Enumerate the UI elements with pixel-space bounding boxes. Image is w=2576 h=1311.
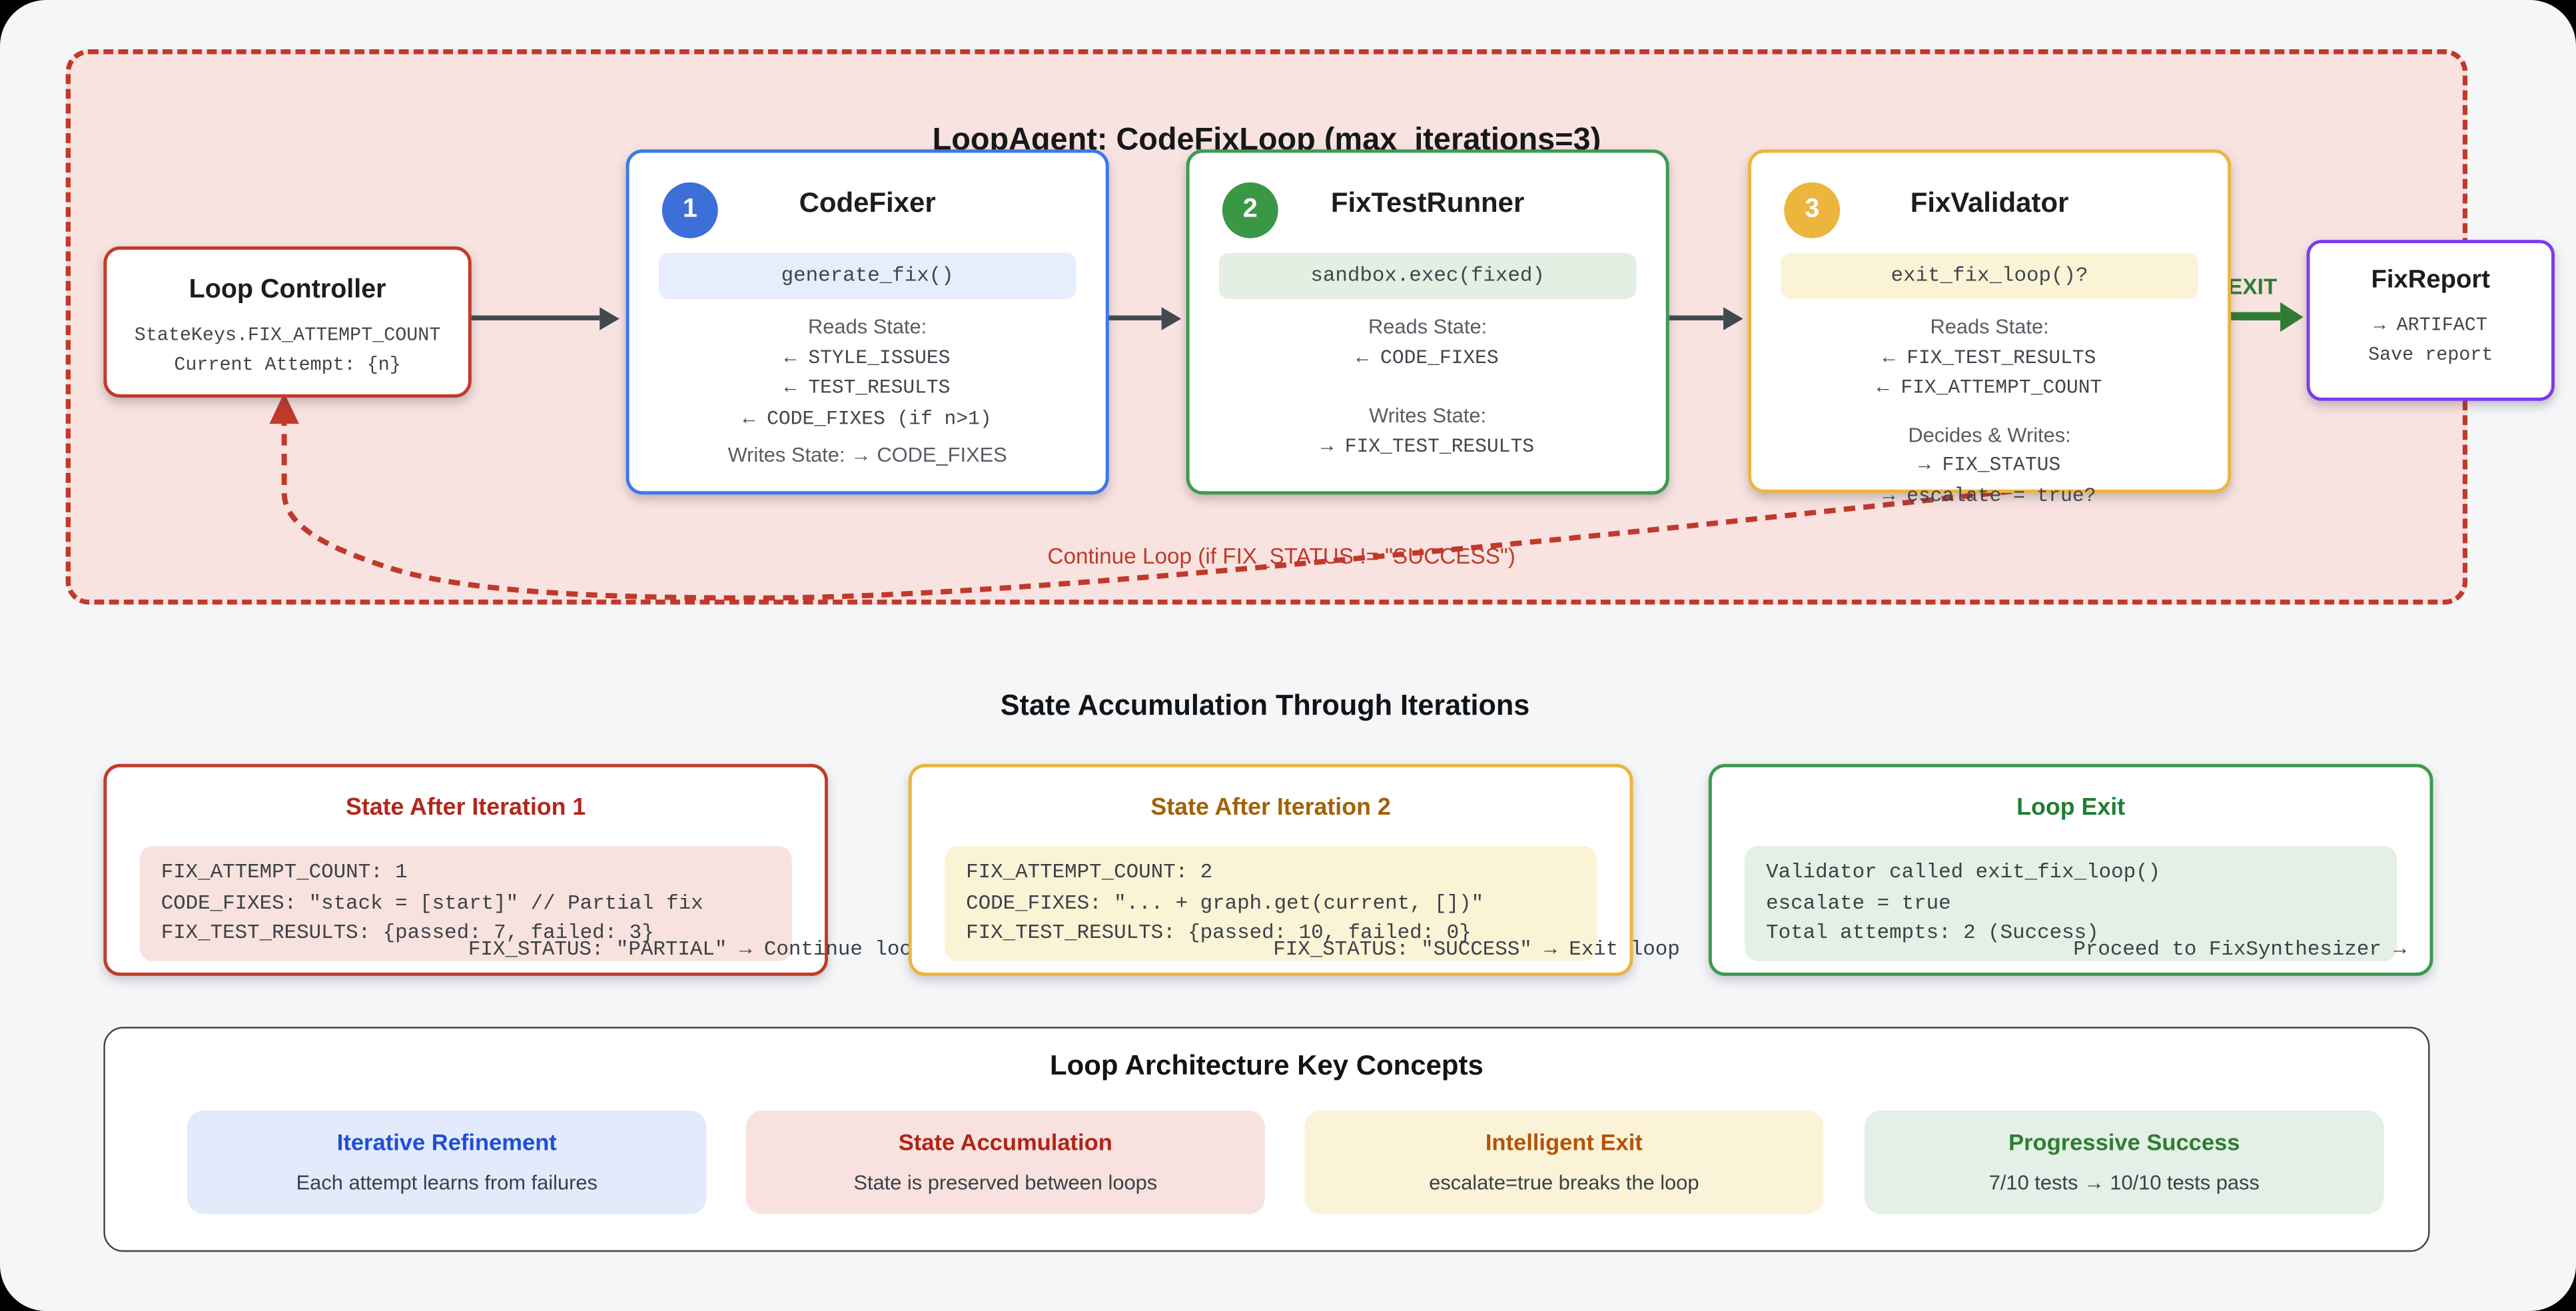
concept-intelligent-exit: Intelligent Exit escalate=true breaks th…: [1304, 1110, 1824, 1214]
state-card-iteration-1: State After Iteration 1 FIX_ATTEMPT_COUN…: [103, 763, 924, 976]
state-code-block: Validator called exit_fix_loop() escalat…: [1745, 846, 2397, 961]
state-card-title: Loop Exit: [2016, 795, 2126, 822]
fix-validator-chip: exit_fix_loop()?: [1781, 252, 2198, 299]
writes-state-label: Writes State:: [1369, 404, 1487, 428]
state-card-iteration-2: State After Iteration 2 FIX_ATTEMPT_COUN…: [908, 763, 1680, 976]
step-badge-1: 1: [661, 182, 718, 238]
key-concepts-panel: Loop Architecture Key Concepts Iterative…: [103, 1027, 2430, 1252]
reads-state-label: Reads State:: [1930, 315, 2049, 339]
writes-state-line: Writes State: → CODE_FIXES: [727, 443, 1007, 467]
write-key: → FIX_STATUS: [1918, 453, 2061, 477]
fix-report-title: FixReport: [2371, 266, 2490, 294]
node-fix-test-runner: 2 FixTestRunner sandbox.exec(fixed) Read…: [1186, 149, 1669, 495]
state-code-block: FIX_ATTEMPT_COUNT: 2 CODE_FIXES: "... + …: [945, 846, 1597, 961]
fix-report-artifact: → ARTIFACT: [2373, 315, 2487, 337]
read-key: ← FIX_TEST_RESULTS: [1883, 346, 2096, 369]
fix-test-runner-title: FixTestRunner: [1330, 187, 1525, 219]
state-overflow-line: FIX_STATUS: "PARTIAL" → Continue loop: [468, 938, 925, 961]
state-overflow-line: Proceed to FixSynthesizer →: [2073, 938, 2406, 961]
code-fixer-chip: generate_fix(): [658, 252, 1076, 299]
state-code-block: FIX_ATTEMPT_COUNT: 1 CODE_FIXES: "stack …: [139, 846, 792, 961]
fix-report-save: Save report: [2368, 344, 2493, 366]
node-code-fixer: 1 CodeFixer generate_fix() Reads State: …: [626, 149, 1109, 495]
node-fix-validator: 3 FixValidator exit_fix_loop()? Reads St…: [1748, 149, 2232, 507]
read-key: ← CODE_FIXES: [1356, 346, 1499, 369]
concept-iterative-refinement: Iterative Refinement Each attempt learns…: [187, 1110, 707, 1214]
concept-progressive-success: Progressive Success 7/10 tests → 10/10 t…: [1865, 1110, 2384, 1214]
loop-controller-statekey: StateKeys.FIX_ATTEMPT_COUNT: [134, 325, 441, 347]
arrow-controller-to-fixer: [468, 306, 620, 330]
state-section-title: State Accumulation Through Iterations: [1000, 688, 1530, 721]
reads-state-label: Reads State:: [1368, 315, 1488, 339]
decides-writes-label: Decides & Writes:: [1908, 423, 2071, 446]
read-key: ← TEST_RESULTS: [784, 376, 951, 400]
step-badge-3: 3: [1784, 182, 1841, 238]
arrow-fixer-to-runner: [1107, 306, 1182, 330]
arrow-runner-to-validator: [1669, 306, 1743, 330]
node-fix-report: FixReport → ARTIFACT Save report: [2306, 240, 2555, 401]
read-key: ← FIX_ATTEMPT_COUNT: [1877, 376, 2102, 400]
state-card-title: State After Iteration 2: [1150, 795, 1391, 822]
code-fixer-title: CodeFixer: [799, 187, 936, 219]
exit-label: EXIT: [2228, 274, 2278, 299]
fix-validator-title: FixValidator: [1910, 187, 2069, 219]
write-key-escalate: → escalate = true?: [1883, 484, 2096, 507]
write-key: → FIX_TEST_RESULTS: [1321, 434, 1534, 458]
read-key: ← STYLE_ISSUES: [784, 346, 951, 369]
node-loop-controller: Loop Controller StateKeys.FIX_ATTEMPT_CO…: [103, 246, 472, 398]
state-card-title: State After Iteration 1: [345, 795, 586, 822]
loop-controller-title: Loop Controller: [189, 276, 386, 304]
state-card-loop-exit: Loop Exit Validator called exit_fix_loop…: [1708, 763, 2433, 976]
key-concepts-title: Loop Architecture Key Concepts: [1050, 1049, 1484, 1081]
reads-state-label: Reads State:: [808, 315, 927, 339]
exit-arrow: [2228, 301, 2304, 331]
state-overflow-line: FIX_STATUS: "SUCCESS" → Exit loop: [1273, 938, 1680, 961]
continue-loop-label: Continue Loop (if FIX_STATUS != "SUCCESS…: [1047, 544, 1515, 569]
step-badge-2: 2: [1222, 182, 1278, 238]
fix-test-runner-chip: sandbox.exec(fixed): [1218, 252, 1637, 299]
loop-controller-attempt: Current Attempt: {n}: [174, 354, 401, 376]
read-key: ← CODE_FIXES (if n>1): [743, 406, 992, 430]
concept-state-accumulation: State Accumulation State is preserved be…: [745, 1110, 1265, 1214]
